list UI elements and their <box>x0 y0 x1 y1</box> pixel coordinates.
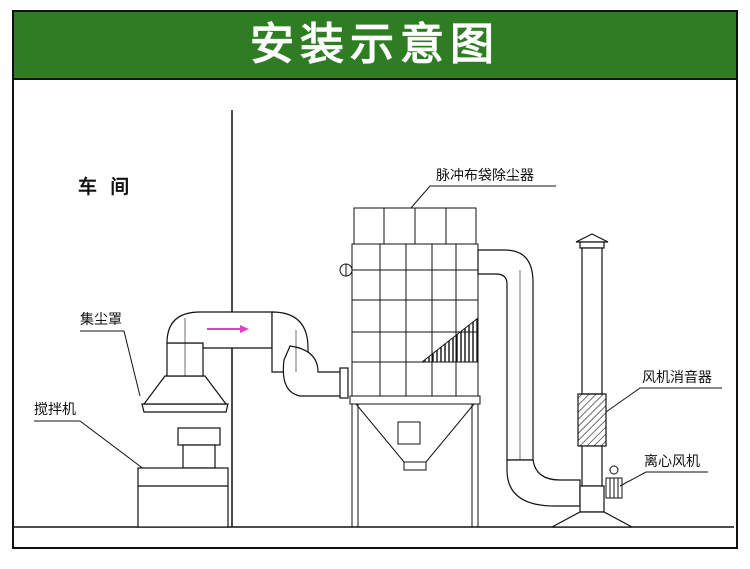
dust-hood-leader <box>80 330 141 397</box>
centrifugal-fan-label: 离心风机 <box>644 453 700 470</box>
workshop-label: 车 间 <box>78 175 129 198</box>
title-banner: 安装示意图 <box>14 12 736 80</box>
mixer <box>137 427 229 528</box>
centrifugal-fan <box>605 465 623 499</box>
diagram-title: 安装示意图 <box>250 19 500 70</box>
diagram-frame: 安装示意图 <box>12 10 738 549</box>
centrifugal-fan-leader <box>619 471 708 487</box>
silencer-label: 风机消音器 <box>642 369 712 386</box>
silencer-leader <box>605 387 722 413</box>
dust-hood <box>141 375 229 413</box>
mixer-label: 搅拌机 <box>34 402 76 418</box>
exhaust-stack <box>551 233 633 528</box>
airflow-arrow <box>207 325 249 333</box>
outlet-duct <box>477 249 581 507</box>
baghouse-label: 脉冲布袋除尘器 <box>436 168 534 184</box>
mixer-leader <box>34 420 146 471</box>
pulse-bag-collector <box>339 207 481 527</box>
dust-hood-label: 集尘罩 <box>80 311 122 328</box>
